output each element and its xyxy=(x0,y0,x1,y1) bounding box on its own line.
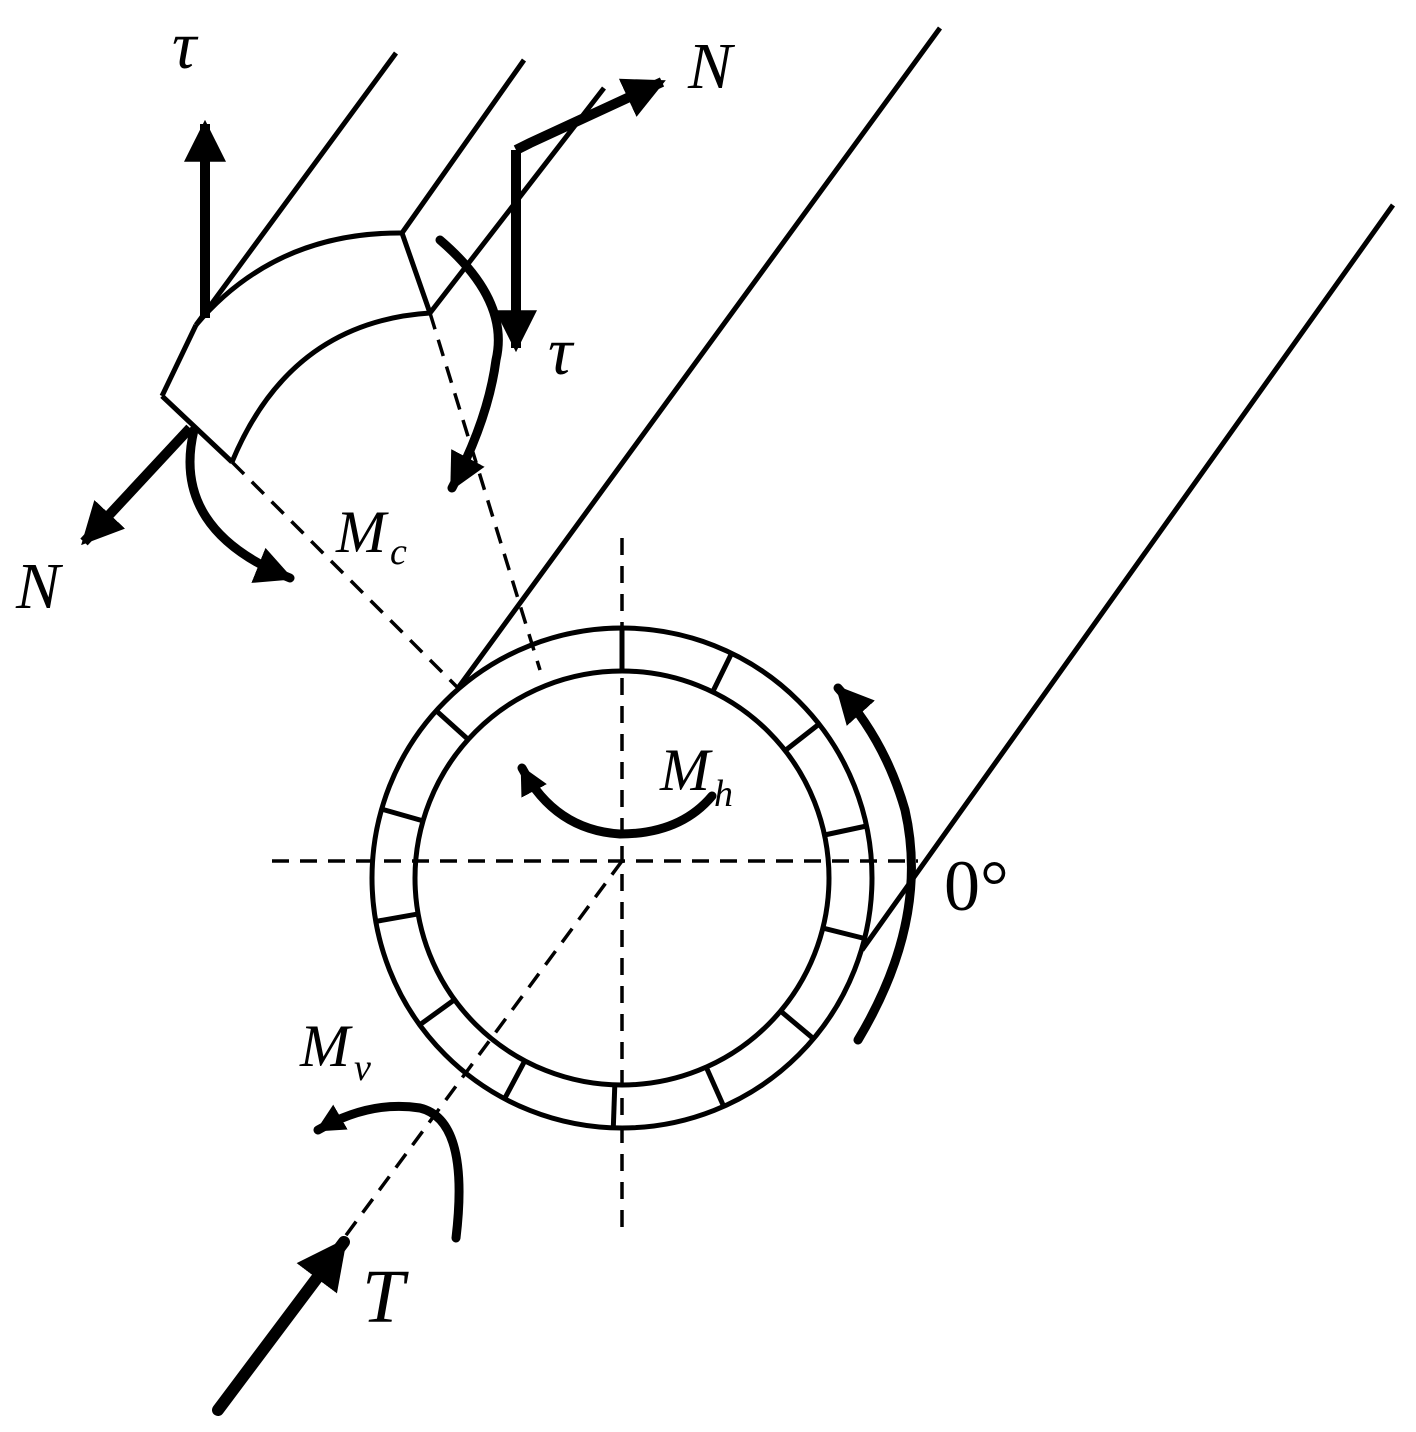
segment-wall-outer xyxy=(193,51,399,327)
n-top-arrow xyxy=(513,77,666,155)
segment-outer-arc xyxy=(194,230,403,327)
ring-tick xyxy=(375,911,419,924)
mv-moment-arrow xyxy=(313,1101,464,1243)
n-top-label: N xyxy=(687,30,736,103)
torsion-moment-arrow xyxy=(833,683,916,1045)
ring-tick xyxy=(502,1059,528,1100)
tau-right-label: τ xyxy=(548,313,575,389)
ring-tick xyxy=(778,1009,816,1041)
segment-wall-mid xyxy=(399,58,527,235)
ring-tick xyxy=(822,925,866,941)
ring-tick xyxy=(418,997,456,1027)
ring-tick xyxy=(710,652,734,693)
zero-degree-label: 0° xyxy=(944,846,1009,926)
mh-moment-arrow xyxy=(517,763,717,839)
t-label: T xyxy=(362,1255,409,1339)
moment-arrows xyxy=(185,235,916,1243)
cut-segment xyxy=(159,51,606,464)
radial-dash-to-segment-left xyxy=(230,460,460,690)
ring-tick xyxy=(823,823,868,838)
pipe-walls xyxy=(455,26,1396,952)
segment-end-edge-left-a xyxy=(159,323,199,398)
radial-dash-to-segment-right xyxy=(428,312,542,671)
ring-segment-ticks xyxy=(375,628,868,1128)
force-arrows xyxy=(80,77,666,1416)
ring-tick xyxy=(703,1066,726,1108)
mc-moment-right-arrow xyxy=(435,235,503,493)
n-left-label: N xyxy=(15,550,64,623)
pipe-wall-left xyxy=(455,26,943,690)
tau-top-label: τ xyxy=(172,7,199,83)
ring-tick xyxy=(434,708,470,742)
n-left-arrow xyxy=(80,424,194,546)
ring-tick xyxy=(610,1084,618,1128)
segment-inner-arc xyxy=(229,310,431,463)
dashed-lines xyxy=(230,312,918,1240)
segment-end-edge-right xyxy=(399,232,433,314)
axis-dash-to-T xyxy=(342,859,624,1240)
mc-moment-left-arrow xyxy=(185,425,295,583)
ring-tick xyxy=(381,806,424,824)
pipe-wall-right xyxy=(859,203,1396,952)
t-arrow xyxy=(212,1236,350,1416)
ring-tick xyxy=(783,722,821,753)
